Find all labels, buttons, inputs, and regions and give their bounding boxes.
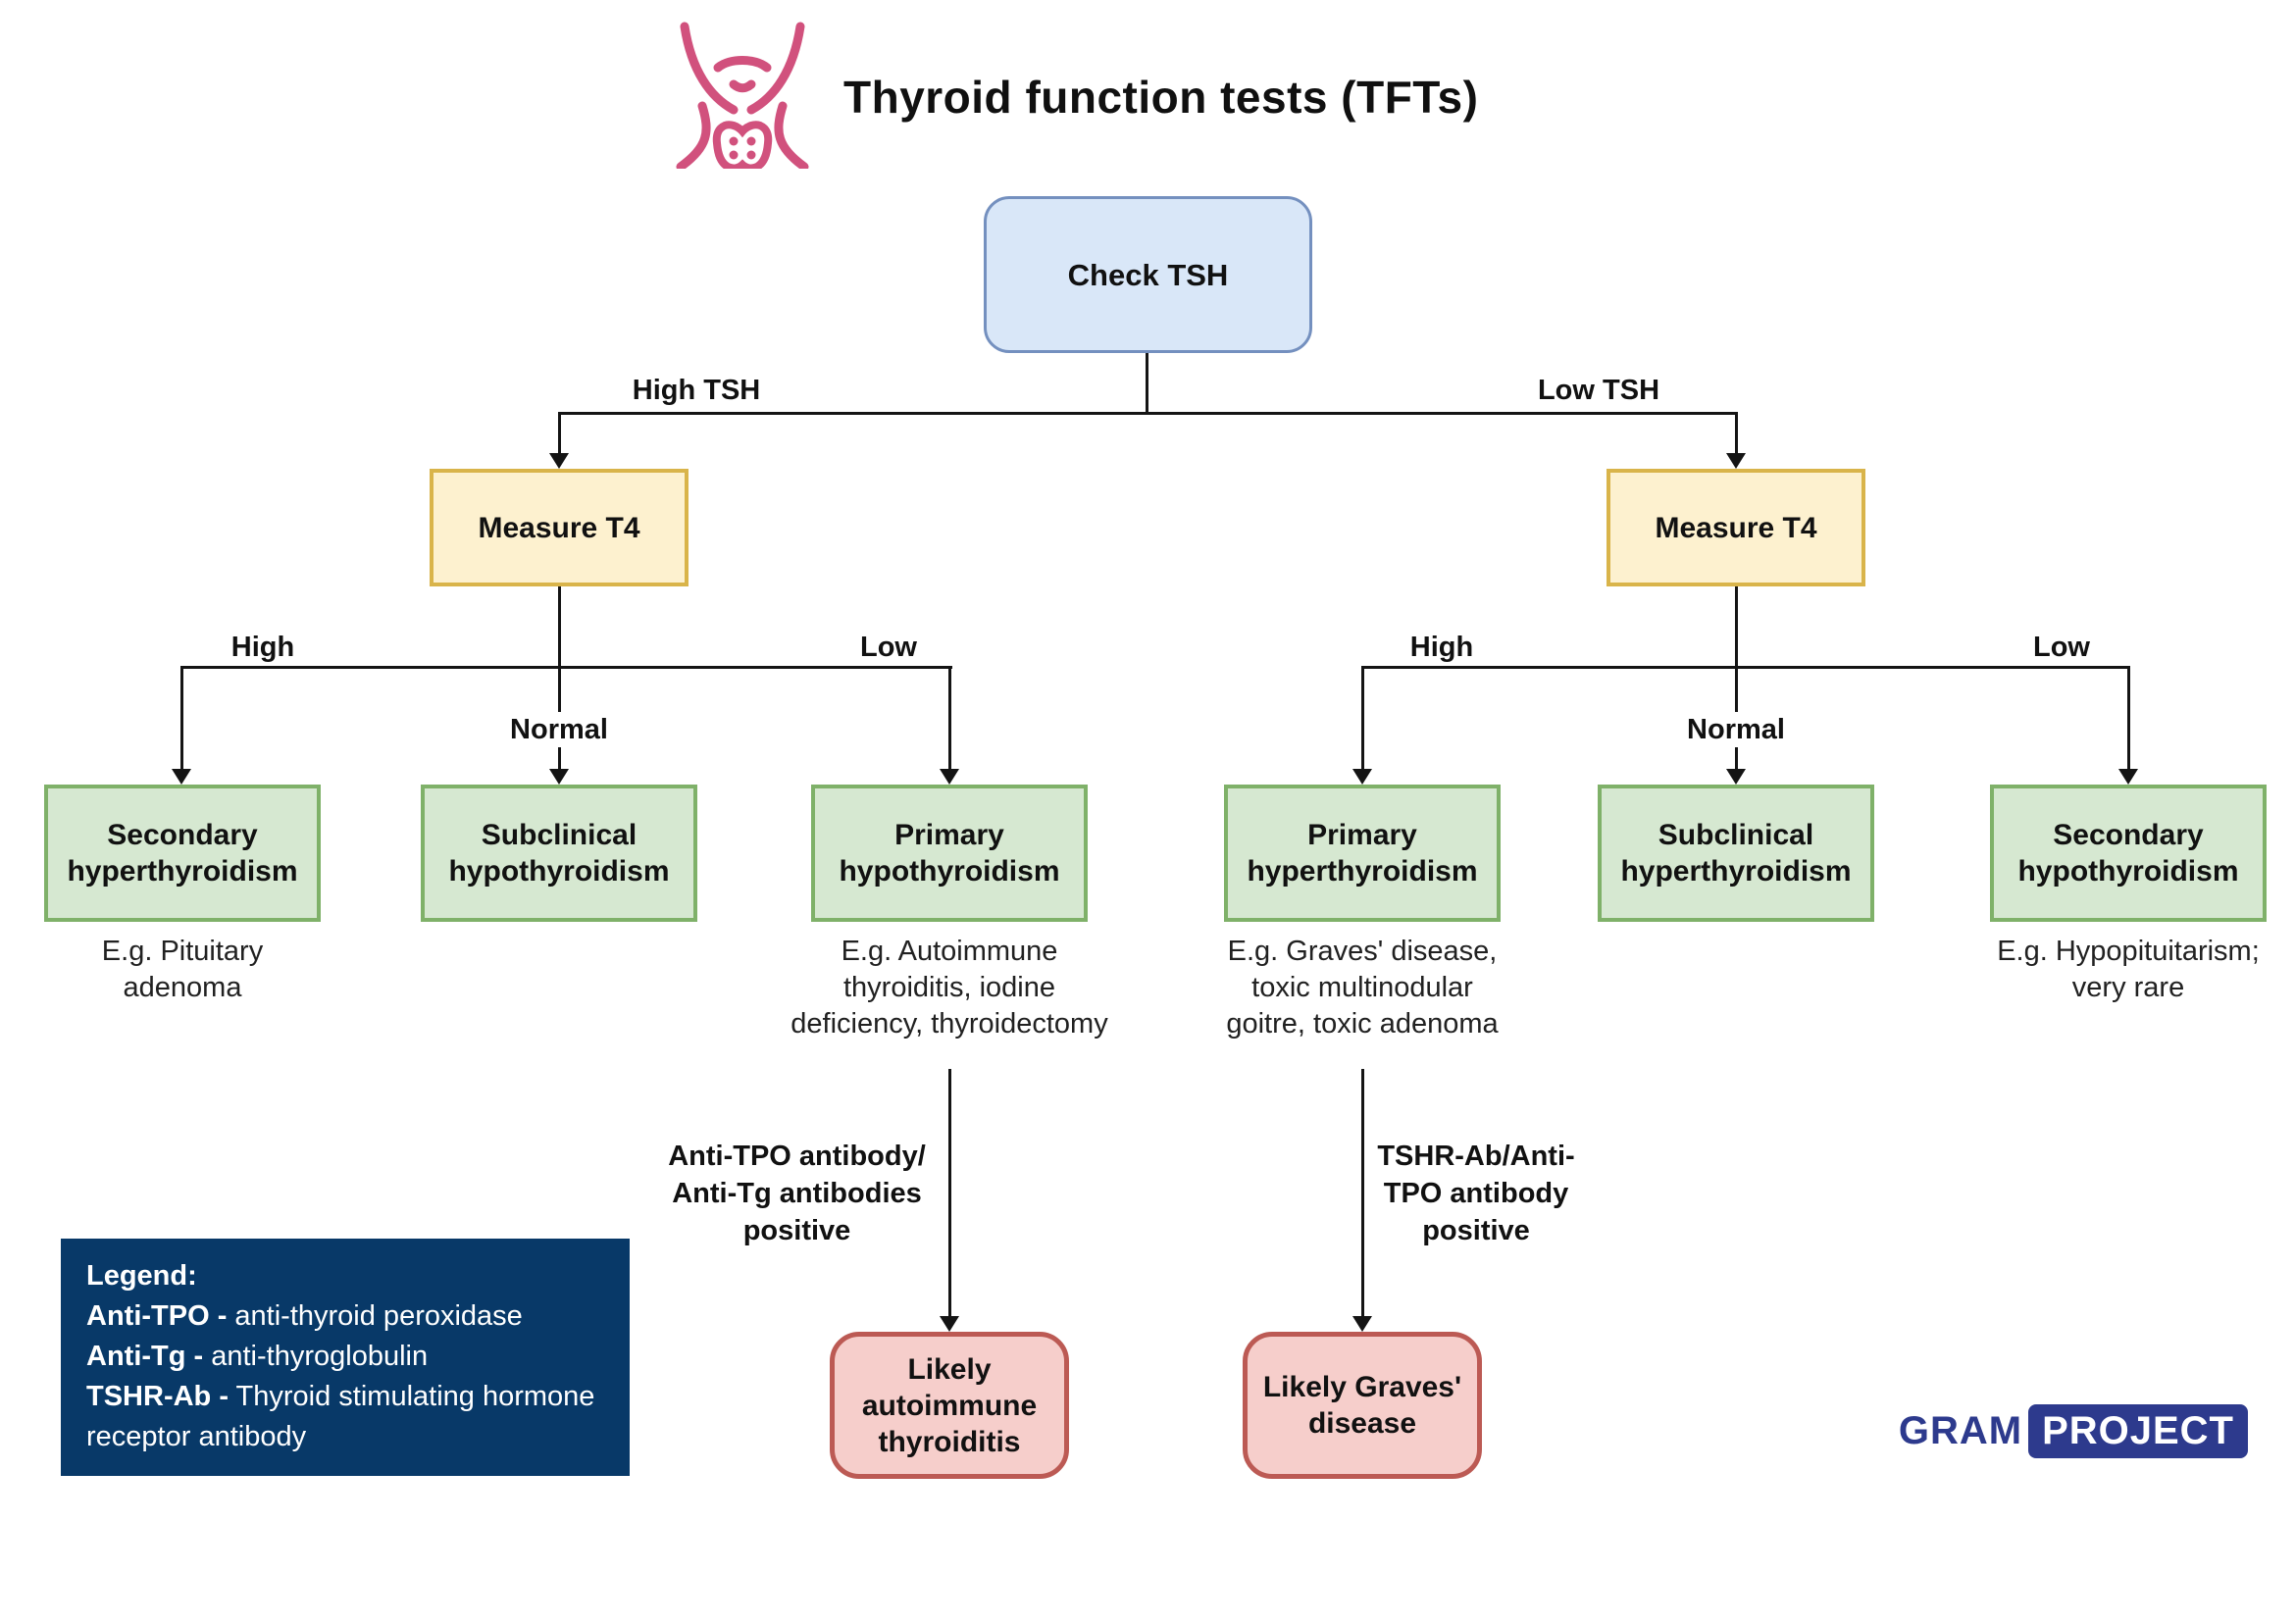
arrowhead-right-normal <box>1726 769 1746 785</box>
arrowhead-right-high <box>1352 769 1372 785</box>
edge-right-low-drop <box>2127 666 2130 771</box>
logo-text-gram: GRAM <box>1898 1409 2023 1452</box>
node-check-tsh: Check TSH <box>984 196 1312 353</box>
legend-item: TSHR-Ab - Thyroid stimulating hormone re… <box>86 1381 595 1452</box>
edge-label-left-low: Low <box>860 632 917 663</box>
edge-label-right-normal: Normal <box>1667 712 1805 747</box>
edge-label-left-high: High <box>230 632 295 663</box>
node-likely-graves-disease: Likely Graves' disease <box>1243 1332 1482 1479</box>
thyroid-icon <box>676 22 809 169</box>
node-likely-autoimmune-thyroiditis: Likely autoimmune thyroiditis <box>830 1332 1069 1479</box>
edge-right-normal-drop <box>1735 586 1738 771</box>
edge-left-low-drop <box>948 666 951 771</box>
edge-label-right-low: Low <box>2033 632 2090 663</box>
caption-secondary-hyperthyroidism: E.g. Pituitary adenoma <box>101 936 264 1003</box>
edge-checktsh-down <box>1146 353 1148 414</box>
edge-label-low-tsh: Low TSH <box>1537 375 1660 406</box>
title-bar <box>659 22 826 169</box>
edge-right-t4-bar <box>1361 666 2130 669</box>
arrowhead-lowtsh <box>1726 453 1746 469</box>
arrowhead-left-normal <box>549 769 569 785</box>
edge-label-right-high: High <box>1409 632 1474 663</box>
note-anti-tpo: Anti-TPO antibody/ Anti-Tg antibodies po… <box>668 1141 926 1246</box>
node-secondary-hypothyroidism: Secondary hypothyroidism <box>1990 785 2267 922</box>
legend-panel: Legend: Anti-TPO - anti-thyroid peroxida… <box>61 1239 630 1476</box>
arrowhead-antibody-left <box>940 1316 959 1332</box>
edge-antibody-left <box>948 1069 951 1318</box>
legend-item: Anti-TPO - anti-thyroid peroxidase <box>86 1300 523 1332</box>
edge-left-high-drop <box>180 666 183 771</box>
arrowhead-left-high <box>172 769 191 785</box>
node-secondary-hyperthyroidism: Secondary hyperthyroidism <box>44 785 321 922</box>
edge-hightsh-drop <box>558 412 561 455</box>
edge-right-high-drop <box>1361 666 1364 771</box>
caption-primary-hyperthyroidism: E.g. Graves' disease, toxic multinodular… <box>1226 936 1499 1040</box>
arrowhead-antibody-right <box>1352 1316 1372 1332</box>
edge-label-high-tsh: High TSH <box>632 375 761 406</box>
logo-text-project: PROJECT <box>2028 1404 2248 1458</box>
edge-lowtsh-drop <box>1735 412 1738 455</box>
node-subclinical-hyperthyroidism: Subclinical hyperthyroidism <box>1598 785 1874 922</box>
edge-tsh-branch-bar <box>558 412 1738 415</box>
page-title: Thyroid function tests (TFTs) <box>843 72 1479 123</box>
edge-left-t4-bar <box>181 666 952 669</box>
legend-title: Legend: <box>86 1260 197 1292</box>
caption-secondary-hypothyroidism: E.g. Hypopituitarism; very rare <box>1997 936 2260 1003</box>
node-primary-hypothyroidism: Primary hypothyroidism <box>811 785 1088 922</box>
node-subclinical-hypothyroidism: Subclinical hypothyroidism <box>421 785 697 922</box>
node-primary-hyperthyroidism: Primary hyperthyroidism <box>1224 785 1501 922</box>
arrowhead-left-low <box>940 769 959 785</box>
edge-left-normal-drop <box>558 586 561 771</box>
edge-label-left-normal: Normal <box>490 712 628 747</box>
arrowhead-hightsh <box>549 453 569 469</box>
edge-antibody-right <box>1361 1069 1364 1318</box>
note-tshr-ab: TSHR-Ab/Anti- TPO antibody positive <box>1377 1141 1575 1246</box>
arrowhead-right-low <box>2118 769 2138 785</box>
node-measure-t4-left: Measure T4 <box>430 469 688 586</box>
caption-primary-hypothyroidism: E.g. Autoimmune thyroiditis, iodine defi… <box>790 936 1108 1040</box>
legend-item: Anti-Tg - anti-thyroglobulin <box>86 1341 429 1372</box>
gram-project-logo: GRAM PROJECT <box>1899 1404 2248 1458</box>
node-measure-t4-right: Measure T4 <box>1606 469 1865 586</box>
